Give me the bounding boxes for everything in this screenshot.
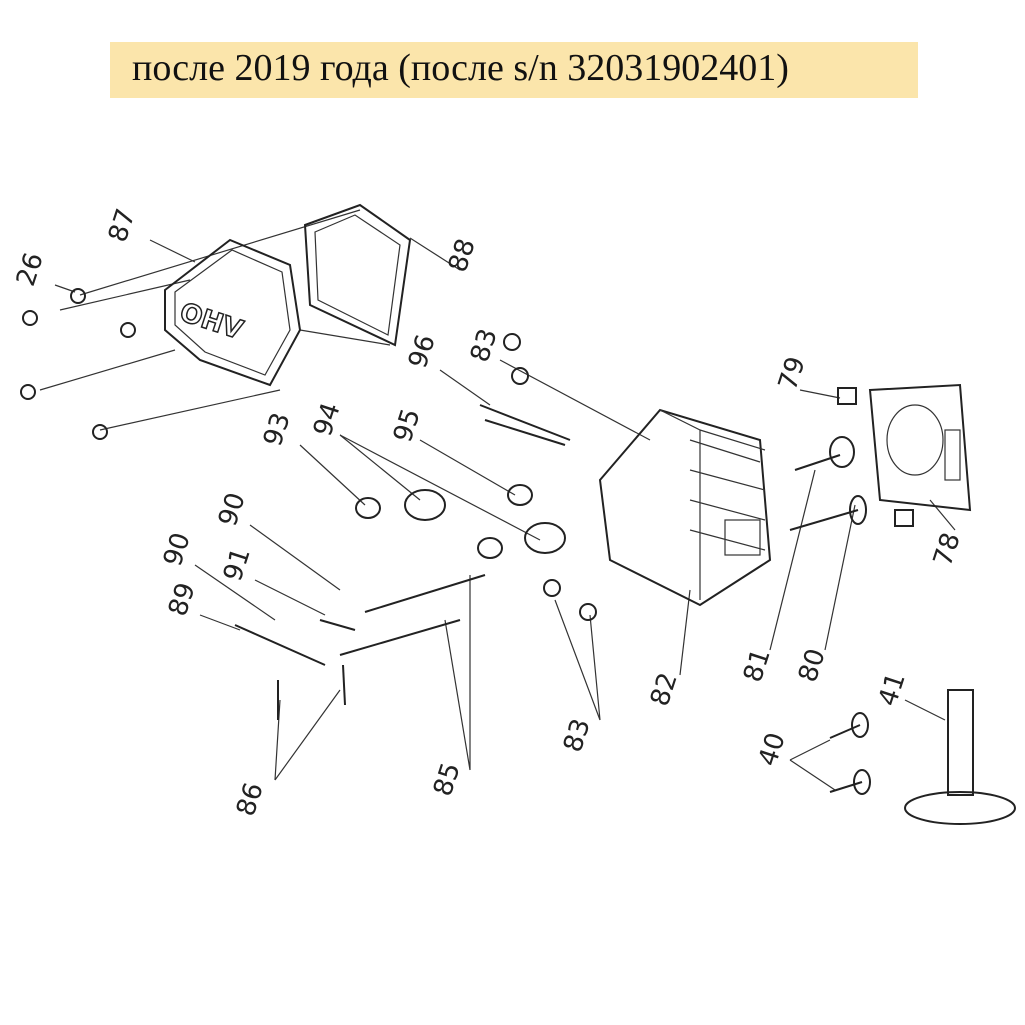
- gasket-part: [303, 203, 412, 347]
- callout-41: 41: [873, 669, 912, 710]
- callout-89: 89: [163, 579, 202, 620]
- callout-88: 88: [443, 235, 482, 276]
- callout-26: 26: [11, 249, 50, 290]
- callout-91: 91: [218, 544, 257, 585]
- cylinder-head-part: [598, 408, 772, 607]
- callout-80: 80: [793, 645, 832, 686]
- title-banner: после 2019 года (после s/n 32031902401): [110, 42, 918, 98]
- camshaft-part: [829, 689, 1016, 825]
- svg-text:OHV: OHV: [176, 298, 246, 346]
- valve-cover-part: OHV: [164, 238, 302, 387]
- callout-78: 78: [928, 529, 967, 570]
- bolts: [20, 288, 597, 621]
- callout-85: 85: [428, 759, 467, 800]
- callout-95: 95: [388, 405, 427, 446]
- callout-79: 79: [773, 353, 812, 394]
- callout-94: 94: [308, 399, 347, 440]
- head-gasket-part: [868, 383, 972, 512]
- rocker-arms-and-pushrods: [234, 574, 486, 720]
- callout-96: 96: [403, 331, 442, 372]
- callout-90: 90: [213, 489, 252, 530]
- callout-82: 82: [645, 669, 684, 710]
- springs-and-retainers: [355, 484, 566, 559]
- callout-90: 90: [158, 529, 197, 570]
- callout-93: 93: [258, 409, 297, 450]
- leader-lines: [39, 209, 956, 791]
- valves-part: [789, 387, 914, 531]
- callout-86: 86: [231, 779, 270, 820]
- title-text: после 2019 года (после s/n 32031902401): [132, 47, 789, 89]
- spark-plug-part: [479, 404, 571, 446]
- callout-83: 83: [465, 325, 504, 366]
- callout-40: 40: [753, 729, 792, 770]
- callout-87: 87: [103, 205, 142, 246]
- callout-83: 83: [558, 715, 597, 756]
- callout-81: 81: [738, 645, 777, 686]
